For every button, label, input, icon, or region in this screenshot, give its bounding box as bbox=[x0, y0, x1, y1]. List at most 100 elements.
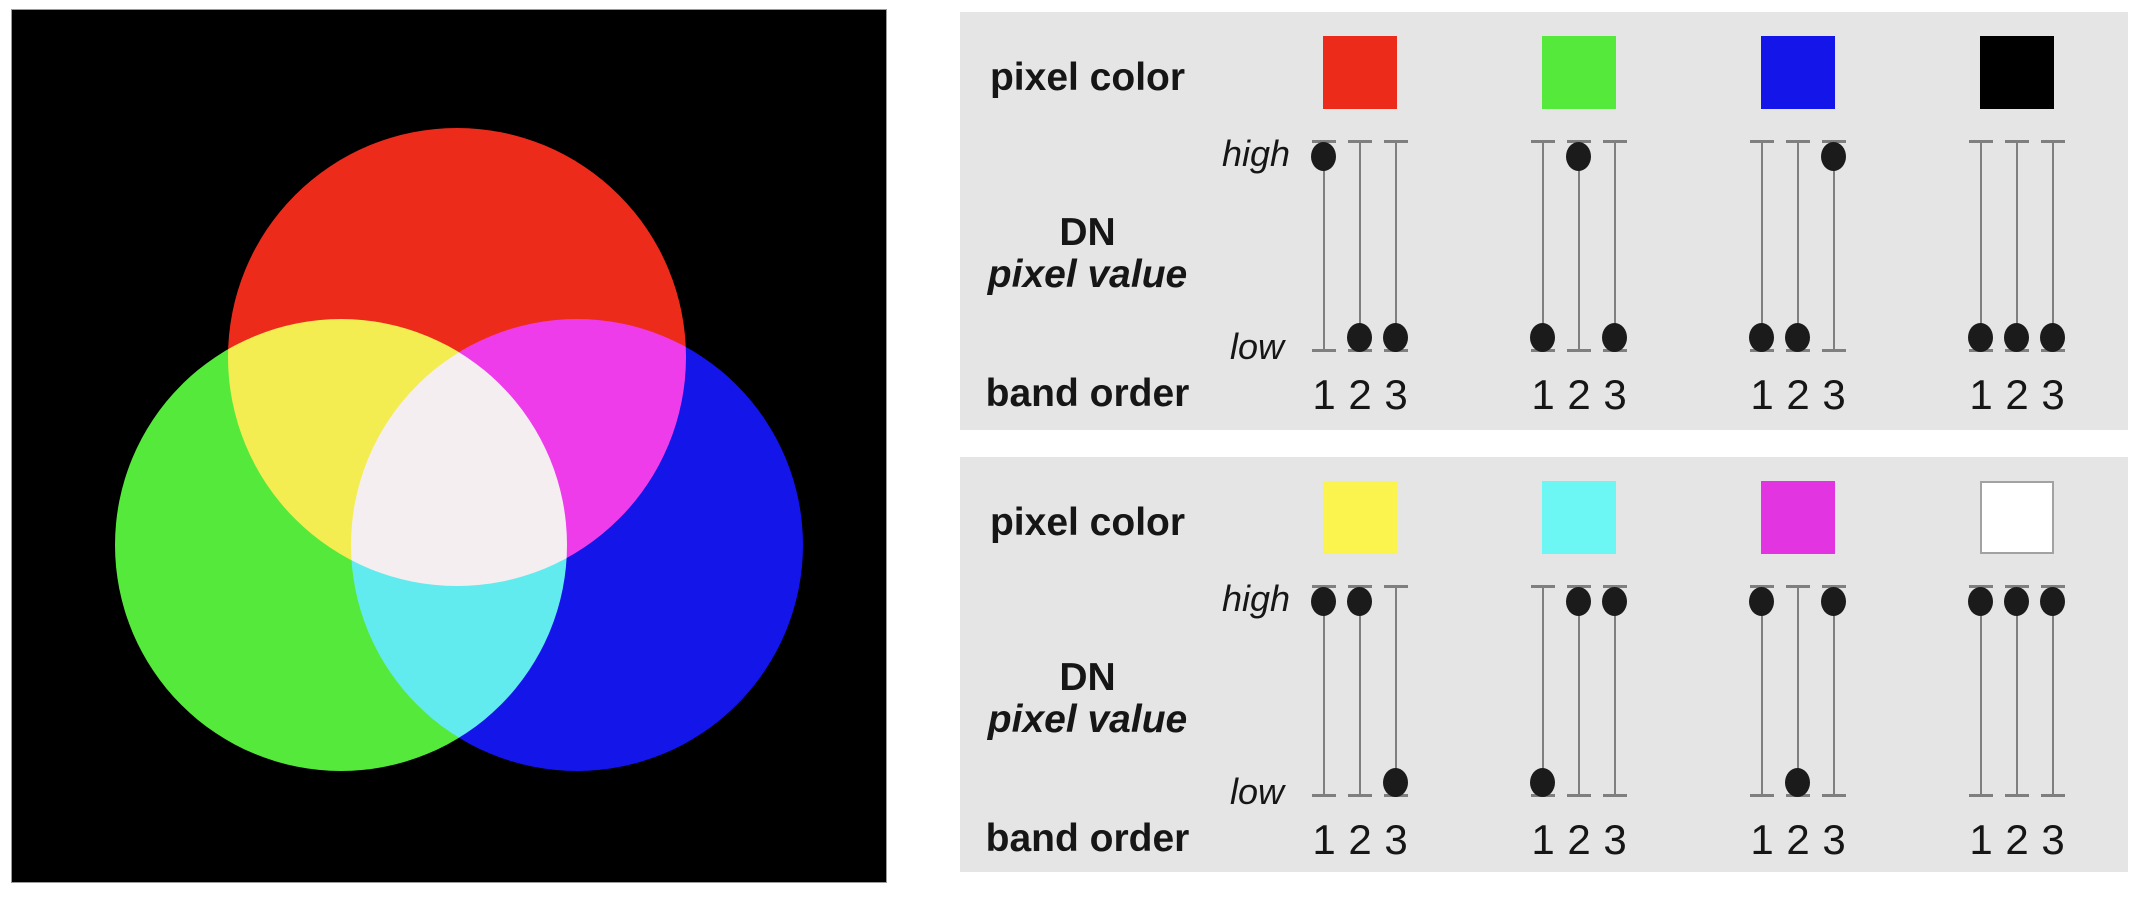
dn-low-dot bbox=[1785, 768, 1810, 797]
dn-low-dot bbox=[1347, 323, 1372, 352]
pixel-color-label: pixel color bbox=[989, 56, 1186, 99]
dn-high-dot bbox=[1566, 587, 1591, 616]
dn-low-dot bbox=[2040, 323, 2065, 352]
pixel-color-label: pixel color bbox=[989, 501, 1186, 544]
band-bottom-cap bbox=[1969, 794, 1993, 797]
band-number: 3 bbox=[2041, 371, 2065, 418]
band-top-cap bbox=[1603, 140, 1627, 143]
dn-high-dot bbox=[1347, 587, 1372, 616]
band-top-cap bbox=[1531, 140, 1555, 143]
band-line bbox=[1761, 141, 1763, 351]
band-line bbox=[1614, 141, 1616, 351]
band-top-cap bbox=[1384, 585, 1408, 588]
band-order-label: band order bbox=[985, 372, 1190, 415]
low-label: low bbox=[1229, 326, 1284, 367]
band-top-cap bbox=[1786, 585, 1810, 588]
band-line bbox=[2016, 141, 2018, 351]
band-bottom-cap bbox=[1348, 794, 1372, 797]
band-bottom-cap bbox=[1567, 794, 1591, 797]
dn-low-dot bbox=[1530, 323, 1555, 352]
band-number: 3 bbox=[1384, 371, 1408, 418]
high-label: high bbox=[1221, 133, 1290, 174]
band-top-cap bbox=[1567, 585, 1591, 588]
band-line bbox=[1797, 141, 1799, 351]
band-top-cap bbox=[1786, 140, 1810, 143]
band-number: 3 bbox=[1603, 371, 1627, 418]
band-line bbox=[1761, 586, 1763, 796]
dn-high-dot bbox=[1602, 587, 1627, 616]
band-line bbox=[2052, 586, 2054, 796]
band-number: 2 bbox=[1348, 371, 1372, 418]
dn-label: DN bbox=[1059, 656, 1116, 699]
band-number: 3 bbox=[1384, 816, 1408, 863]
dn-high-dot bbox=[1311, 587, 1336, 616]
band-top-cap bbox=[1384, 140, 1408, 143]
dn-low-dot bbox=[1530, 768, 1555, 797]
blue-swatch bbox=[1761, 36, 1835, 109]
band-line bbox=[1578, 141, 1580, 351]
band-top-cap bbox=[1969, 585, 1993, 588]
band-number: 1 bbox=[1312, 371, 1336, 418]
band-number: 3 bbox=[1603, 816, 1627, 863]
band-line bbox=[1797, 586, 1799, 796]
band-line bbox=[2052, 141, 2054, 351]
band-line bbox=[1578, 586, 1580, 796]
band-top-cap bbox=[1312, 585, 1336, 588]
dn-high-dot bbox=[1749, 587, 1774, 616]
band-number: 1 bbox=[1969, 816, 1993, 863]
band-top-cap bbox=[1969, 140, 1993, 143]
cyan-swatch bbox=[1542, 481, 1616, 554]
dn-low-dot bbox=[1383, 768, 1408, 797]
band-line bbox=[1359, 586, 1361, 796]
band-line bbox=[1614, 586, 1616, 796]
red-swatch bbox=[1323, 36, 1397, 109]
band-top-cap bbox=[1750, 585, 1774, 588]
band-top-cap bbox=[1348, 140, 1372, 143]
band-top-cap bbox=[1312, 140, 1336, 143]
band-order-label: band order bbox=[985, 817, 1190, 860]
pixel-value-label: pixel value bbox=[987, 253, 1188, 296]
band-line bbox=[1542, 586, 1544, 796]
primary-colors-panel: pixel color high DN pixel value low band… bbox=[960, 12, 2128, 430]
magenta-swatch bbox=[1761, 481, 1835, 554]
band-top-cap bbox=[1603, 585, 1627, 588]
band-bottom-cap bbox=[2041, 794, 2065, 797]
band-line bbox=[2016, 586, 2018, 796]
high-label: high bbox=[1221, 578, 1290, 619]
band-line bbox=[1395, 141, 1397, 351]
dn-high-dot bbox=[1821, 142, 1846, 171]
band-top-cap bbox=[1348, 585, 1372, 588]
band-number: 2 bbox=[1786, 371, 1810, 418]
band-top-cap bbox=[2041, 585, 2065, 588]
band-top-cap bbox=[1822, 140, 1846, 143]
secondary-colors-panel: pixel color high DN pixel value low band… bbox=[960, 457, 2128, 872]
band-number: 1 bbox=[1969, 371, 1993, 418]
dn-high-dot bbox=[1968, 587, 1993, 616]
band-top-cap bbox=[2005, 585, 2029, 588]
dn-high-dot bbox=[1311, 142, 1336, 171]
band-number: 1 bbox=[1312, 816, 1336, 863]
band-top-cap bbox=[2005, 140, 2029, 143]
band-bottom-cap bbox=[1603, 794, 1627, 797]
pixel-value-label: pixel value bbox=[987, 698, 1188, 741]
dn-low-dot bbox=[1749, 323, 1774, 352]
band-number: 3 bbox=[1822, 816, 1846, 863]
white-swatch bbox=[1980, 481, 2054, 554]
band-number: 2 bbox=[1786, 816, 1810, 863]
band-top-cap bbox=[1822, 585, 1846, 588]
dn-pixel-value-label: DN pixel value bbox=[980, 212, 1195, 296]
dn-high-dot bbox=[1821, 587, 1846, 616]
band-bottom-cap bbox=[1822, 794, 1846, 797]
band-line bbox=[1542, 141, 1544, 351]
band-line bbox=[1323, 586, 1325, 796]
black-swatch bbox=[1980, 36, 2054, 109]
dn-high-dot bbox=[2004, 587, 2029, 616]
band-number: 1 bbox=[1531, 371, 1555, 418]
band-line bbox=[1359, 141, 1361, 351]
band-line bbox=[1980, 586, 1982, 796]
